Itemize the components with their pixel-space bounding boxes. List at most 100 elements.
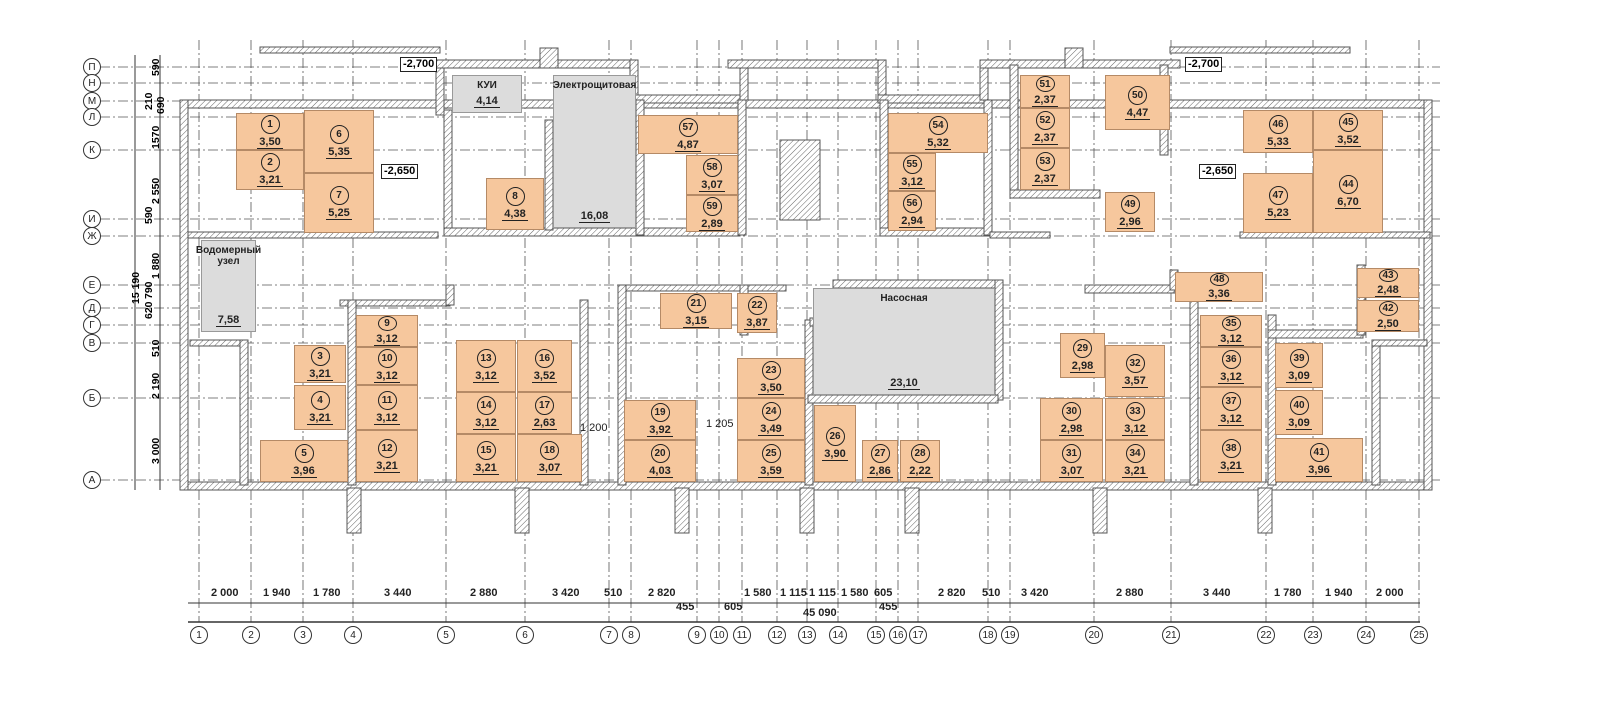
left-dimension-label: 590 bbox=[150, 58, 162, 76]
room-number: 1 bbox=[260, 114, 280, 134]
room-area: 5,35 bbox=[326, 145, 352, 159]
wall bbox=[514, 487, 530, 534]
room-area: 6,70 bbox=[1335, 195, 1361, 209]
total-dimension: 45 090 bbox=[803, 607, 837, 619]
room-area: 2,89 bbox=[699, 217, 725, 231]
column-axis-bubble: 10 bbox=[710, 626, 728, 644]
left-dimension-label: 790 bbox=[143, 281, 155, 299]
wall bbox=[799, 487, 815, 534]
level-mark: -2,650 bbox=[1199, 164, 1237, 179]
column-axis-bubble: 2 bbox=[242, 626, 260, 644]
room-area: 3,87 bbox=[744, 317, 770, 330]
room-name: Электрощитовая bbox=[552, 80, 637, 91]
room-area: 4,14 bbox=[474, 95, 500, 108]
column-axis-bubble: 15 bbox=[867, 626, 885, 644]
column-axis-bubble: 13 bbox=[798, 626, 816, 644]
room-number: 52 bbox=[1035, 111, 1055, 130]
room-area: 3,36 bbox=[1206, 288, 1232, 301]
room-number: 59 bbox=[702, 196, 722, 216]
room-number: 43 bbox=[1378, 269, 1398, 282]
row-axis-bubble: Е bbox=[83, 276, 101, 294]
room-number: 48 bbox=[1209, 273, 1229, 286]
room-number: 49 bbox=[1120, 195, 1140, 214]
room-number: 21 bbox=[686, 294, 706, 313]
room-area: 3,07 bbox=[699, 179, 725, 192]
wall bbox=[877, 94, 989, 104]
room-number: 7 bbox=[329, 186, 349, 205]
room-number: 58 bbox=[702, 158, 722, 177]
room-area: 3,21 bbox=[473, 462, 499, 475]
wall bbox=[807, 394, 999, 404]
room-area: 3,12 bbox=[1218, 371, 1244, 384]
left-dimension-label: 620 bbox=[143, 301, 155, 319]
bottom-dimension-label: 2 000 bbox=[211, 587, 239, 599]
left-dimension-label: 590 bbox=[143, 206, 155, 224]
wall bbox=[674, 487, 690, 534]
bottom-dimension-label: 1 780 bbox=[1274, 587, 1302, 599]
room-area: 3,12 bbox=[473, 370, 499, 383]
room-area: 2,50 bbox=[1375, 318, 1401, 331]
dimension-lines bbox=[134, 55, 1420, 623]
room-area: 5,33 bbox=[1265, 135, 1291, 149]
room-area: 3,09 bbox=[1286, 416, 1312, 430]
room-area: 3,21 bbox=[1218, 460, 1244, 473]
row-axis-bubble: Д bbox=[83, 299, 101, 317]
column-axis-bubble: 6 bbox=[516, 626, 534, 644]
room-number: 42 bbox=[1378, 301, 1398, 316]
wall bbox=[727, 59, 879, 69]
room-number: 26 bbox=[825, 426, 845, 446]
wall bbox=[579, 299, 589, 486]
wall bbox=[443, 109, 453, 236]
wall bbox=[445, 284, 455, 306]
wall bbox=[259, 46, 441, 54]
room-number: 16 bbox=[535, 349, 554, 368]
room-number: 28 bbox=[910, 444, 930, 463]
column-axis-bubble: 18 bbox=[979, 626, 997, 644]
room-area: 2,86 bbox=[867, 465, 893, 478]
room-area: 3,21 bbox=[307, 368, 333, 381]
wall bbox=[539, 47, 559, 69]
bottom-dimension-label: 605 bbox=[724, 601, 743, 613]
bottom-dimension-label: 1 580 bbox=[841, 587, 869, 599]
local-dimension: 1 200 bbox=[580, 422, 608, 434]
room-number: 37 bbox=[1221, 391, 1241, 411]
room-number: 6 bbox=[329, 124, 349, 144]
wall bbox=[1267, 329, 1364, 339]
room-area: 4,03 bbox=[647, 465, 673, 478]
wall bbox=[879, 99, 889, 236]
left-dimension-label: 2 190 bbox=[150, 372, 162, 399]
left-dimension-label: 3 000 bbox=[150, 437, 162, 464]
room-number: 2 bbox=[260, 153, 280, 172]
wall bbox=[877, 59, 887, 101]
wall bbox=[435, 59, 637, 69]
wall bbox=[983, 99, 993, 236]
bottom-dimension-label: 1 580 bbox=[744, 587, 772, 599]
room-number: 51 bbox=[1035, 76, 1055, 92]
room-number: 22 bbox=[747, 296, 767, 315]
